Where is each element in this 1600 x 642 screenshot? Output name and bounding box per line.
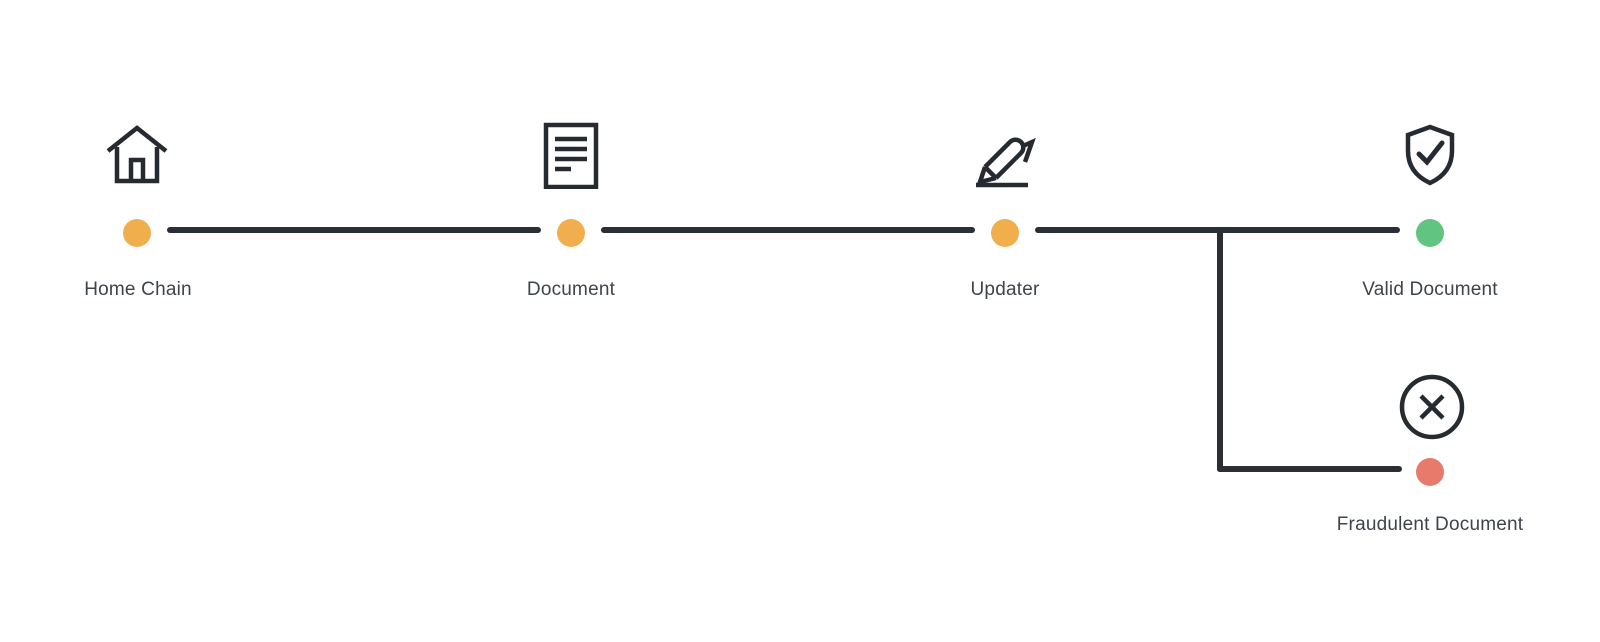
node-label-valid-document: Valid Document: [1362, 279, 1498, 300]
shield-check-icon: [1396, 121, 1464, 189]
status-dot: [123, 219, 151, 247]
x-circle-icon: [1398, 373, 1466, 441]
node-label-home-chain: Home Chain: [84, 279, 192, 300]
connector-branch-vertical: [1217, 227, 1223, 472]
status-dot: [1416, 219, 1444, 247]
connector-home-to-document: [167, 227, 541, 233]
status-dot: [557, 219, 585, 247]
node-label-document: Document: [526, 279, 616, 300]
house-icon: [103, 121, 171, 189]
node-label-fraudulent-document: Fraudulent Document: [1336, 514, 1524, 535]
status-dot: [991, 219, 1019, 247]
connector-branch-to-fraudulent: [1217, 466, 1402, 472]
document-icon: [537, 121, 605, 189]
status-dot: [1416, 458, 1444, 486]
connector-document-to-updater: [601, 227, 975, 233]
node-label-updater: Updater: [970, 279, 1040, 300]
pencil-icon: [971, 121, 1039, 189]
